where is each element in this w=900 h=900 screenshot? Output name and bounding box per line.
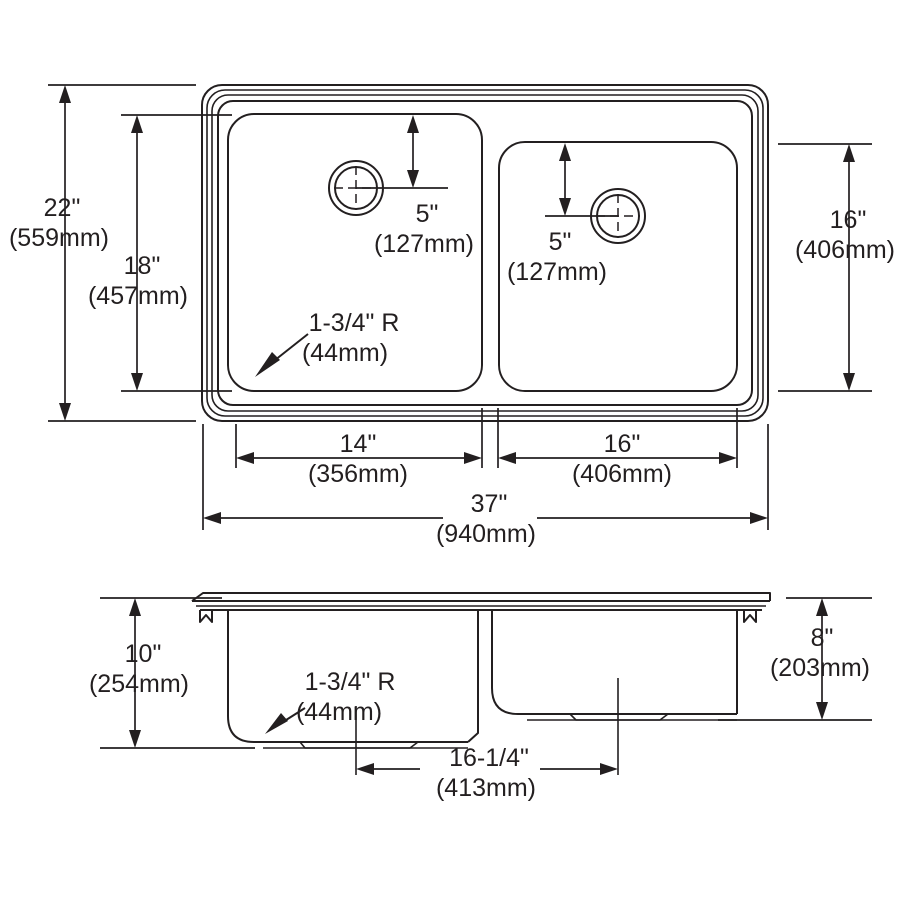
dim-right-depth-8: 8" (203mm) <box>718 597 872 721</box>
callout-corner-radius-top: 1-3/4" R (44mm) <box>255 309 399 377</box>
right-mounting-clip <box>743 610 757 623</box>
dim-14-arrow-left <box>236 452 254 464</box>
dim-16h-arrow-top <box>843 144 855 162</box>
dim-16w-arrow-left <box>498 452 516 464</box>
dim-10-arrow-top <box>129 598 141 616</box>
dim-left-depth-10: 10" (254mm) <box>89 597 255 749</box>
dim-8-arrow-bottom <box>816 702 828 720</box>
dim-22-arrow-top <box>59 85 71 103</box>
dim-37-metric: (940mm) <box>436 520 536 548</box>
dim-5l-imperial: 5" <box>416 200 439 228</box>
section-view-group: 10" (254mm) 8" (203mm) 1-3/4" R (44mm) <box>89 592 872 802</box>
left-bowl-drain-dish <box>299 741 419 749</box>
dim-5r-imperial: 5" <box>549 228 572 256</box>
dim-overall-height-22: 22" (559mm) <box>9 84 196 422</box>
dim-14-imperial: 14" <box>340 430 377 458</box>
dim-10-arrow-bottom <box>129 730 141 748</box>
dim-16h-imperial: 16" <box>830 206 867 234</box>
sink-rim-outline <box>201 84 769 422</box>
left-bowl-outline <box>227 113 483 392</box>
dim-overall-width-37: 37" (940mm) <box>202 424 769 548</box>
dim-14-metric: (356mm) <box>308 460 408 488</box>
dim-18-arrow-top <box>131 115 143 133</box>
dim-drain-span-16-25: 16-1/4" (413mm) <box>356 744 618 802</box>
dim-16h-arrow-bottom <box>843 373 855 391</box>
dim-14-arrow-right <box>464 452 482 464</box>
dim-5l-arrow-bottom <box>407 170 419 188</box>
dim-37-imperial: 37" <box>471 490 508 518</box>
radius-imperial-section: 1-3/4" R <box>305 668 396 696</box>
dim-10-metric: (254mm) <box>89 670 189 698</box>
dim-22-imperial: 22" <box>44 194 81 222</box>
dim-16w-metric: (406mm) <box>572 460 672 488</box>
rim-left-bevel <box>191 592 771 602</box>
dim-5r-arrow-bottom <box>559 198 571 216</box>
dim-37-arrow-left <box>203 512 221 524</box>
radius-leader-arrow-top <box>255 352 280 377</box>
right-bowl-outline <box>498 141 738 392</box>
dim-right-bowl-height-16: 16" (406mm) <box>778 143 895 392</box>
callout-corner-radius-section: 1-3/4" R (44mm) <box>265 668 395 734</box>
dim-left-drain-offset-5: 5" (127mm) <box>356 115 474 258</box>
dim-bowl-height-18: 18" (457mm) <box>88 114 232 392</box>
dim-18-metric: (457mm) <box>88 282 188 310</box>
right-bowl-section-outline <box>491 610 737 715</box>
left-bowl-section-outline <box>227 610 468 743</box>
radius-imperial-top: 1-3/4" R <box>309 309 400 337</box>
dim-1625-metric: (413mm) <box>436 774 536 802</box>
left-bowl-section-divider <box>467 610 479 743</box>
dim-18-imperial: 18" <box>124 252 161 280</box>
dim-16w-arrow-right <box>719 452 737 464</box>
dim-10-imperial: 10" <box>125 640 162 668</box>
dim-8-arrow-top <box>816 598 828 616</box>
left-mounting-clip <box>199 610 213 623</box>
dim-5l-metric: (127mm) <box>374 230 474 258</box>
dim-16w-imperial: 16" <box>604 430 641 458</box>
rim-outline-2 <box>206 89 764 417</box>
dim-left-bowl-width-14: 14" (356mm) <box>235 408 483 488</box>
dim-right-bowl-width-16: 16" (406mm) <box>497 408 738 488</box>
rim-outline-3 <box>211 94 759 412</box>
dim-right-drain-offset-5: 5" (127mm) <box>507 143 618 286</box>
dim-22-arrow-bottom <box>59 403 71 421</box>
dim-1625-arrow-left <box>356 763 374 775</box>
dim-1625-imperial: 16-1/4" <box>449 744 529 772</box>
rim-outline-1 <box>201 84 769 422</box>
rim-outline-4 <box>217 100 753 406</box>
radius-leader-arrow-section <box>265 713 288 734</box>
dim-37-arrow-right <box>750 512 768 524</box>
dim-5r-metric: (127mm) <box>507 258 607 286</box>
dim-5l-arrow-top <box>407 115 419 133</box>
dim-18-arrow-bottom <box>131 373 143 391</box>
dim-16h-metric: (406mm) <box>795 236 895 264</box>
dim-8-imperial: 8" <box>811 624 834 652</box>
dim-5r-arrow-top <box>559 143 571 161</box>
radius-metric-section: (44mm) <box>296 698 382 726</box>
radius-metric-top: (44mm) <box>302 339 388 367</box>
top-view-group: 22" (559mm) 18" (457mm) 16" (406mm) <box>9 84 895 548</box>
dim-8-metric: (203mm) <box>770 654 870 682</box>
dim-22-metric: (559mm) <box>9 224 109 252</box>
section-rim-profile <box>191 592 771 623</box>
dim-1625-arrow-right <box>600 763 618 775</box>
